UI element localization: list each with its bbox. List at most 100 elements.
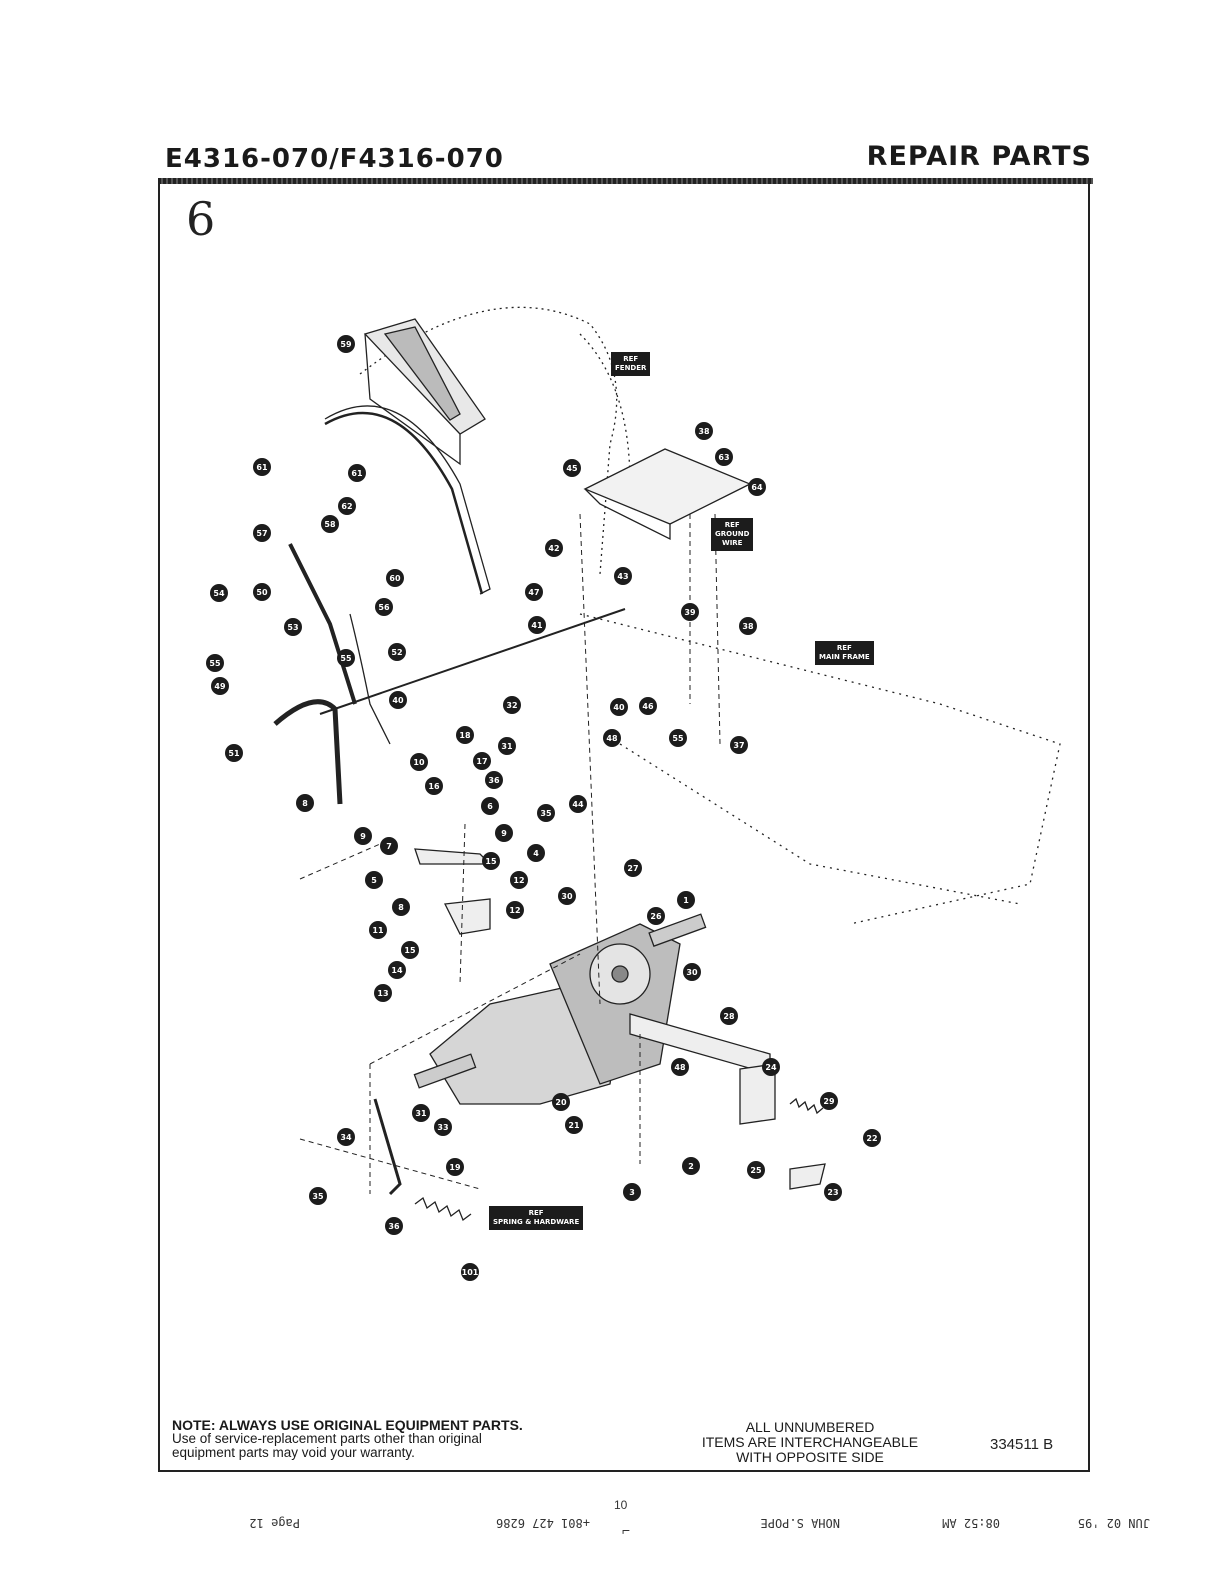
shift-plate-slot	[383, 326, 461, 421]
interchange-note: ALL UNNUMBERED ITEMS ARE INTERCHANGEABLE…	[660, 1420, 960, 1465]
callout-2: 2	[682, 1157, 700, 1175]
hitch-plate-side	[584, 488, 671, 541]
callout-24: 24	[762, 1058, 780, 1076]
callout-55: 55	[669, 729, 687, 747]
note-line-1: Use of service-replacement parts other t…	[172, 1431, 482, 1446]
callout-3: 3	[623, 1183, 641, 1201]
callout-15b: 15	[401, 941, 419, 959]
callout-11: 11	[369, 921, 387, 939]
callout-22: 22	[863, 1129, 881, 1147]
shift-linkage	[349, 613, 391, 745]
fax-tick-mark: ⌐	[622, 1522, 631, 1538]
callout-29: 29	[820, 1092, 838, 1110]
callout-9a: 9	[495, 824, 513, 842]
fax-mark: 10	[614, 1498, 628, 1512]
callout-4: 4	[527, 844, 545, 862]
cross-rod	[319, 608, 626, 715]
callout-12a: 12	[510, 871, 528, 889]
note-line-2: equipment parts may void your warranty.	[172, 1445, 415, 1460]
handwritten-page-mark: 6	[186, 192, 216, 246]
callout-19: 19	[446, 1158, 464, 1176]
fender-panel-edge	[324, 411, 484, 595]
lever-rod	[373, 1098, 402, 1196]
shift-lever	[273, 699, 343, 805]
fender-outline	[359, 306, 618, 575]
callout-35b: 35	[309, 1187, 327, 1205]
callout-54: 54	[210, 584, 228, 602]
ref-tag-fender: REF FENDER	[611, 352, 651, 376]
callout-38b: 38	[739, 617, 757, 635]
callout-23: 23	[824, 1183, 842, 1201]
callout-9b: 9	[354, 827, 372, 845]
callout-5: 5	[365, 871, 383, 889]
callout-26: 26	[647, 907, 665, 925]
header-rule	[158, 178, 1093, 184]
callout-53: 53	[284, 618, 302, 636]
callout-61a: 61	[253, 458, 271, 476]
callout-31: 31	[498, 737, 516, 755]
callout-10: 10	[410, 753, 428, 771]
drawing-number: 334511 B	[990, 1436, 1054, 1453]
fender-curve	[579, 333, 631, 485]
spring-right	[789, 1097, 824, 1115]
callout-58: 58	[321, 515, 339, 533]
callout-8b: 8	[392, 898, 410, 916]
callout-18: 18	[456, 726, 474, 744]
bracket-lower-right	[789, 1163, 826, 1190]
interchange-line-2: ITEMS ARE INTERCHANGEABLE	[701, 1434, 919, 1450]
callout-20: 20	[552, 1093, 570, 1111]
callout-6: 6	[481, 797, 499, 815]
interchange-line-3: WITH OPPOSITE SIDE	[736, 1449, 884, 1465]
callout-46: 46	[639, 697, 657, 715]
shift-plate-body	[364, 333, 461, 466]
callout-56: 56	[375, 598, 393, 616]
callout-28: 28	[720, 1007, 738, 1025]
callout-50: 50	[253, 583, 271, 601]
callout-13: 13	[374, 984, 392, 1002]
interchange-line-1: ALL UNNUMBERED	[745, 1419, 875, 1435]
callout-31b: 31	[412, 1104, 430, 1122]
spring-left	[414, 1196, 472, 1222]
callout-43: 43	[614, 567, 632, 585]
callout-101: 101	[461, 1263, 479, 1281]
callout-45: 45	[563, 459, 581, 477]
main-frame-outline	[579, 613, 1061, 925]
fax-phone: +801 427 6286	[496, 1516, 590, 1530]
axle-left	[413, 1053, 477, 1089]
callout-60: 60	[386, 569, 404, 587]
model-title: E4316-070/F4316-070	[165, 144, 504, 174]
callout-34: 34	[337, 1128, 355, 1146]
callout-16: 16	[425, 777, 443, 795]
axle-right	[648, 913, 707, 947]
ref-tag-main-frame: REF MAIN FRAME	[815, 641, 874, 665]
callout-61b: 61	[348, 464, 366, 482]
callout-38a: 38	[695, 422, 713, 440]
callout-21: 21	[565, 1116, 583, 1134]
callout-59: 59	[337, 335, 355, 353]
diagram-frame	[158, 184, 1090, 1472]
callout-51: 51	[225, 744, 243, 762]
shift-rod	[288, 543, 357, 705]
callout-27: 27	[624, 859, 642, 877]
callout-64: 64	[748, 478, 766, 496]
fax-sender: NOHA S.POPE	[760, 1516, 840, 1530]
ref-tag-spring-hardware: REF SPRING & HARDWARE	[489, 1206, 584, 1230]
callout-76: 30	[558, 887, 576, 905]
ref-tag-ground-wire: REF GROUND WIRE	[711, 518, 754, 551]
callout-55c: 55	[337, 649, 355, 667]
callout-32: 32	[503, 696, 521, 714]
callout-40b: 40	[389, 691, 407, 709]
callout-41: 41	[528, 616, 546, 634]
callout-48: 48	[603, 729, 621, 747]
callout-47: 47	[525, 583, 543, 601]
fax-page: Page 12	[249, 1516, 300, 1530]
main-frame-inner	[619, 743, 1021, 905]
callout-8a: 8	[296, 794, 314, 812]
pulley-hub	[611, 965, 629, 983]
callout-14: 14	[388, 961, 406, 979]
callout-15: 15	[482, 852, 500, 870]
callout-63: 63	[715, 448, 733, 466]
callout-42: 42	[545, 539, 563, 557]
callout-44: 44	[569, 795, 587, 813]
bracket	[414, 848, 492, 865]
